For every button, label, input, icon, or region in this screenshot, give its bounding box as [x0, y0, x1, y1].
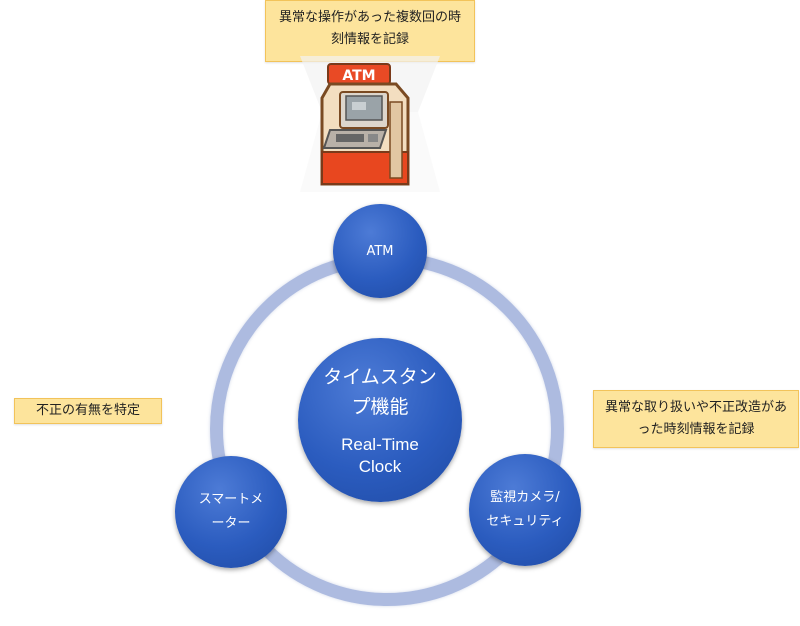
atm-machine-illustration: ATM — [300, 56, 440, 192]
smart-meter-node: スマートメーター — [175, 456, 287, 568]
atm-node: ATM — [333, 204, 427, 298]
center-title: タイムスタンプ機能 — [323, 366, 437, 418]
center-subtitle: Real-Time Clock — [341, 435, 419, 476]
smart-meter-note: 不正の有無を特定 — [14, 398, 162, 424]
camera-note: 異常な取り扱いや不正改造があった時刻情報を記録 — [593, 390, 799, 448]
center-node: タイムスタンプ機能 Real-Time Clock — [298, 338, 462, 502]
camera-security-node: 監視カメラ/セキュリティ — [469, 454, 581, 566]
svg-text:ATM: ATM — [342, 68, 375, 84]
atm-note: 異常な操作があった複数回の時刻情報を記録 — [265, 0, 475, 62]
